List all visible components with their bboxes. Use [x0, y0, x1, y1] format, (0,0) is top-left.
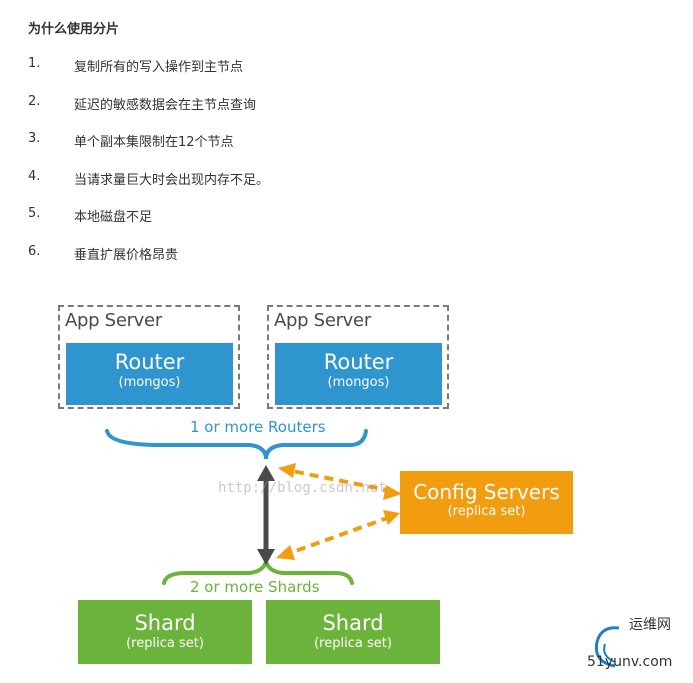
router-subtitle: (mongos)	[118, 375, 181, 390]
app-server-label: App Server	[274, 310, 371, 331]
routers-brace	[105, 429, 368, 460]
config-subtitle: (replica set)	[447, 504, 526, 519]
shard-title: Shard	[134, 611, 196, 635]
orange-arrow-head-icon	[276, 545, 295, 560]
router-title: Router	[114, 350, 185, 374]
list-number: 6.	[28, 243, 41, 259]
list-text: 当请求量巨大时会出现内存不足。	[74, 172, 270, 188]
arrow-head-down-icon	[257, 549, 275, 565]
orange-arrow-head-icon	[278, 463, 296, 478]
page-heading: 为什么使用分片	[28, 22, 120, 37]
logo-swirl-icon	[594, 626, 620, 668]
app-server-label: App Server	[65, 310, 162, 331]
list-number: 5.	[28, 206, 41, 221]
watermark-text: http://blog.csdn.net	[218, 480, 387, 496]
orange-arrow-head-icon	[383, 510, 400, 525]
router-box: Router (mongos)	[66, 343, 233, 405]
routers-caption: 1 or more Routers	[190, 418, 326, 436]
config-to-router-arrow	[291, 469, 393, 493]
app-server-box: App Server Router (mongos)	[267, 305, 449, 409]
diagram-connectors	[105, 429, 402, 585]
list-text: 单个副本集限制在12个节点	[74, 135, 234, 150]
list-text: 复制所有的写入操作到主节点	[74, 60, 244, 75]
shards-caption: 2 or more Shards	[190, 578, 320, 596]
list-number: 4.	[28, 168, 41, 184]
list-text: 垂直扩展价格昂贵	[74, 247, 179, 263]
app-server-box: App Server Router (mongos)	[58, 305, 240, 409]
shard-subtitle: (replica set)	[126, 636, 204, 651]
list-number: 3.	[28, 131, 41, 146]
arrow-head-up-icon	[257, 465, 275, 481]
site-logo: 运维网 51yunv.com	[585, 612, 693, 682]
shard-box: Shard (replica set)	[78, 600, 252, 664]
shard-title: Shard	[322, 611, 384, 635]
sharding-architecture-diagram: App Server Router (mongos) App Server Ro…	[50, 295, 650, 675]
orange-arrow-head-icon	[383, 485, 402, 500]
list-number: 1.	[28, 56, 41, 71]
list-text: 本地磁盘不足	[74, 210, 153, 225]
shard-subtitle: (replica set)	[314, 636, 392, 651]
list-number: 2.	[28, 93, 41, 109]
logo-domain-text: 51yunv.com	[587, 654, 673, 670]
router-subtitle: (mongos)	[327, 375, 390, 390]
config-to-shard-arrow	[289, 515, 391, 555]
config-servers-box: Config Servers (replica set)	[400, 471, 573, 534]
router-title: Router	[323, 350, 394, 374]
list-text: 延迟的敏感数据会在主节点查询	[74, 97, 257, 113]
router-box: Router (mongos)	[275, 343, 442, 405]
shard-box: Shard (replica set)	[266, 600, 440, 664]
config-title: Config Servers	[413, 480, 560, 504]
logo-chinese-text: 运维网	[629, 617, 671, 633]
